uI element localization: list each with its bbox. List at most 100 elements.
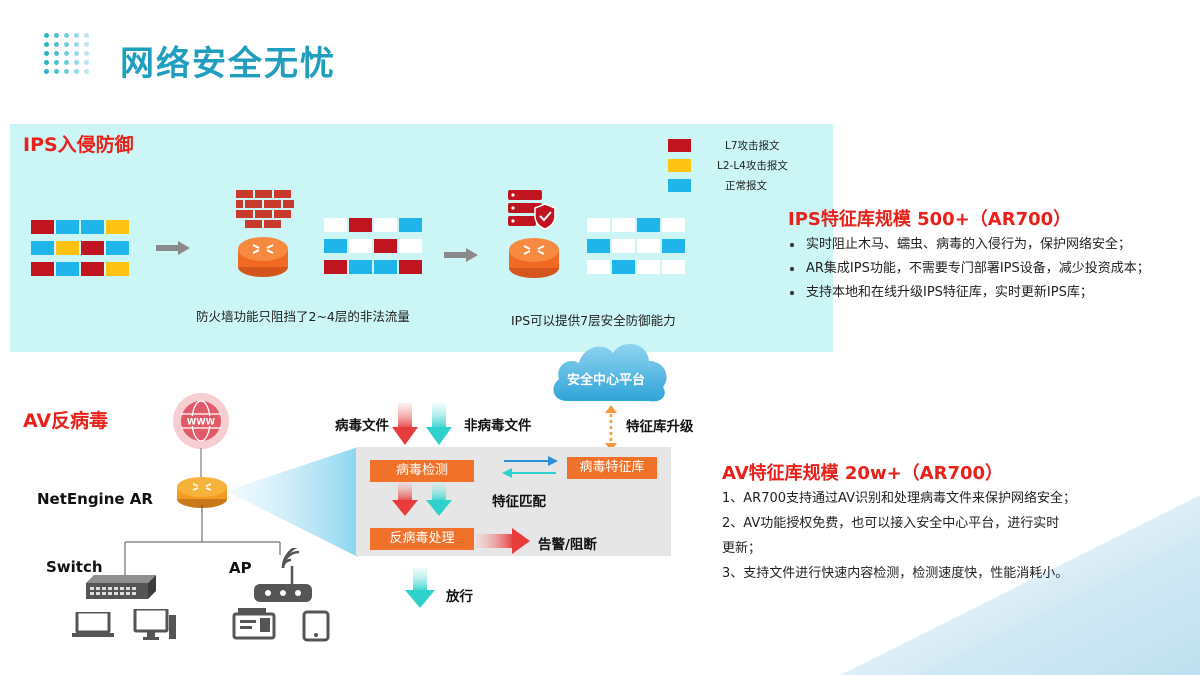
ips-panel (10, 124, 833, 352)
packet-cell (612, 218, 635, 232)
packet-cell (587, 218, 610, 232)
av-spec-title: AV特征库规模 20w+（AR700） (722, 463, 1004, 484)
legend-item-l2l4: L2-L4攻击报文 (668, 158, 788, 173)
packet-cell (662, 218, 685, 232)
packet-cell (324, 260, 347, 274)
virus-file-label: 病毒文件 (335, 418, 389, 434)
wireless-ap-icon (254, 548, 312, 602)
legend-item-l7: L7攻击报文 (668, 138, 788, 153)
ips-bullet: 支持本地和在线升级IPS特征库，实时更新IPS库； (790, 281, 1150, 305)
ips-legend: L7攻击报文 L2-L4攻击报文 正常报文 (668, 138, 788, 193)
packet-cell (374, 260, 397, 274)
legend-swatch (668, 159, 691, 172)
packet-cell (324, 218, 347, 232)
cloud-icon (553, 343, 667, 402)
packet-cell (662, 239, 685, 253)
match-arrows-icon (502, 456, 558, 478)
packet-cell (31, 220, 54, 234)
netengine-router-icon (177, 477, 227, 508)
corner-decoration (840, 495, 1200, 675)
packet-cell (106, 220, 129, 234)
packet-cell (637, 260, 660, 274)
link-line (200, 448, 202, 478)
update-arrow-icon (605, 405, 617, 451)
packet-cell (399, 239, 422, 253)
packet-grid-input (31, 220, 129, 276)
tablet-icon (302, 610, 330, 642)
packet-cell (612, 260, 635, 274)
ips-bullet: 实时阻止木马、蠕虫、病毒的入侵行为，保护网络安全； (790, 233, 1150, 257)
brick-firewall-icon (236, 190, 294, 228)
flow-arrow-icon (444, 248, 478, 262)
laptop-icon (72, 612, 114, 637)
ap-label: AP (229, 559, 252, 577)
page-title: 网络安全无忧 (120, 44, 336, 84)
packet-cell (587, 260, 610, 274)
av-description: 1、AR700支持通过AV识别和处理病毒文件来保护网络安全； 2、AV功能授权免… (722, 486, 1076, 586)
packet-cell (31, 241, 54, 255)
packet-cell (56, 262, 79, 276)
netengine-label: NetEngine AR (37, 490, 153, 508)
allow-label: 放行 (446, 589, 473, 605)
packet-cell (374, 239, 397, 253)
packet-cell (56, 241, 79, 255)
caption-ips: IPS可以提供7层安全防御能力 (511, 313, 676, 328)
packet-cell (106, 262, 129, 276)
packet-cell (612, 239, 635, 253)
router-icon (509, 238, 559, 278)
switch-icon (86, 575, 156, 599)
virus-detect-box: 病毒检测 (370, 460, 474, 482)
packet-grid-after-firewall (324, 218, 422, 274)
ips-section-title: IPS入侵防御 (23, 134, 134, 156)
packet-cell (662, 260, 685, 274)
packet-cell (399, 260, 422, 274)
av-section-title: AV反病毒 (23, 410, 109, 432)
legend-item-normal: 正常报文 (668, 178, 788, 193)
packet-cell (374, 218, 397, 232)
virus-db-box: 病毒特征库 (567, 457, 657, 479)
packet-cell (587, 239, 610, 253)
antivirus-process-box: 反病毒处理 (370, 528, 474, 550)
pos-terminal-icon (232, 608, 276, 640)
packet-grid-after-ips (587, 218, 685, 274)
packet-cell (637, 239, 660, 253)
packet-cell (81, 241, 104, 255)
packet-cell (637, 218, 660, 232)
feature-upgrade-label: 特征库升级 (626, 419, 694, 435)
legend-swatch (668, 139, 691, 152)
av-line: 更新； (722, 541, 762, 556)
file-flow-arrows (392, 403, 452, 445)
feature-match-label: 特征匹配 (492, 494, 546, 510)
allow-arrow-icon (405, 568, 435, 608)
alarm-block-label: 告警/阻断 (538, 537, 597, 553)
legend-swatch (668, 179, 691, 192)
topology-lines (124, 505, 281, 575)
non-virus-file-label: 非病毒文件 (464, 418, 532, 434)
ips-spec-title: IPS特征库规模 500+（AR700） (788, 209, 1072, 230)
header-dots-decoration (44, 33, 96, 77)
packet-cell (349, 239, 372, 253)
av-line: 2、AV功能授权免费，也可以接入安全中心平台，进行实时 (722, 516, 1060, 531)
packet-cell (56, 220, 79, 234)
svg-text:WWW: WWW (187, 418, 216, 428)
caption-firewall: 防火墙功能只阻挡了2~4层的非法流量 (196, 309, 410, 324)
packet-cell (324, 239, 347, 253)
ips-bullet-list: 实时阻止木马、蠕虫、病毒的入侵行为，保护网络安全； AR集成IPS功能，不需要专… (790, 233, 1150, 305)
ips-bullet: AR集成IPS功能，不需要专门部署IPS设备，减少投资成本； (790, 257, 1150, 281)
desktop-icon (133, 609, 176, 640)
legend-label: L2-L4攻击报文 (717, 160, 788, 172)
alarm-arrow-icon (476, 528, 530, 554)
detect-flow-arrows (392, 482, 452, 516)
av-line: 3、支持文件进行快速内容检测，检测速度快，性能消耗小。 (722, 566, 1069, 581)
legend-label: L7攻击报文 (725, 140, 780, 152)
packet-cell (399, 218, 422, 232)
packet-cell (31, 262, 54, 276)
legend-label: 正常报文 (725, 180, 767, 192)
server-shield-icon (508, 190, 556, 230)
packet-cell (81, 220, 104, 234)
switch-label: Switch (46, 558, 103, 576)
packet-cell (349, 218, 372, 232)
cloud-label: 安全中心平台 (567, 373, 646, 388)
www-globe-icon: WWW (173, 393, 229, 449)
packet-cell (106, 241, 129, 255)
